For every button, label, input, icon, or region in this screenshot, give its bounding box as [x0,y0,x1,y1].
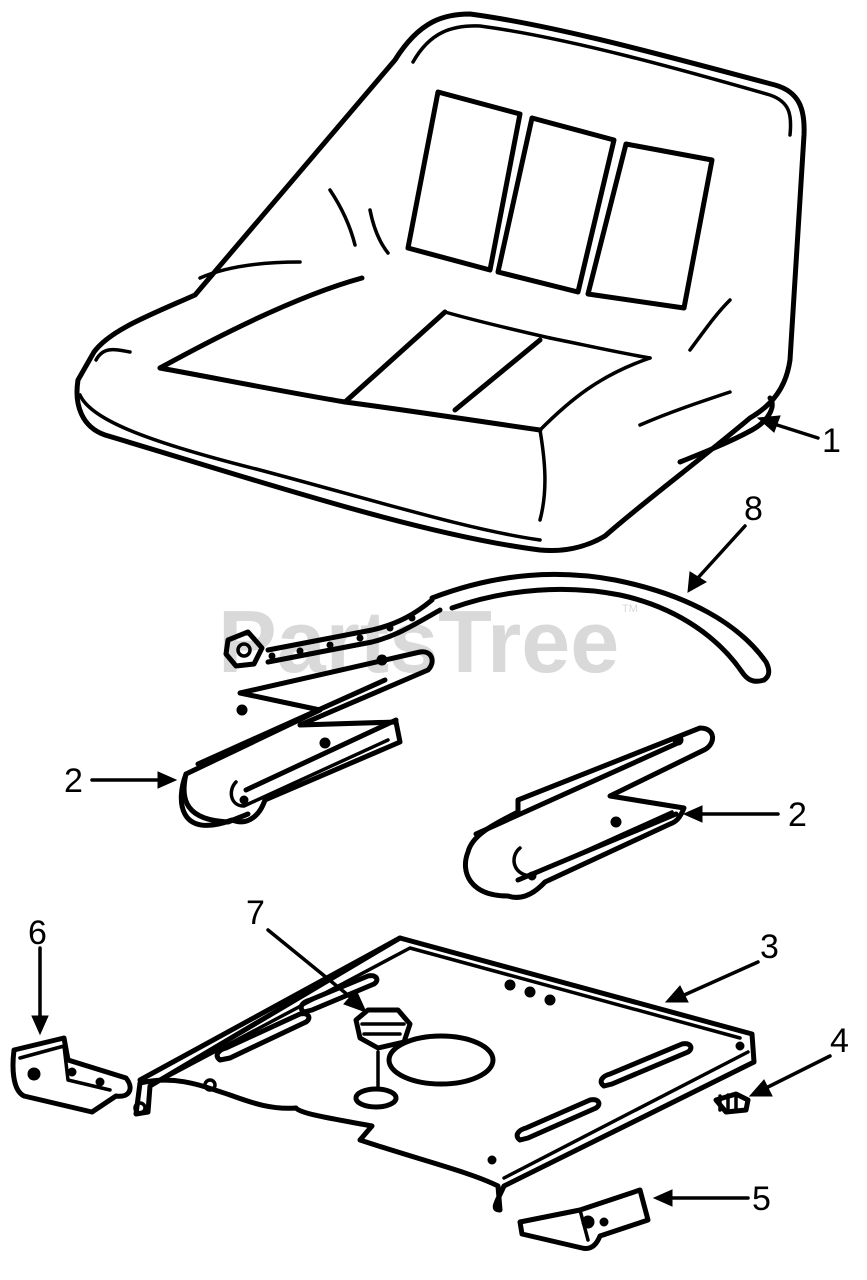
nut-grommet [353,1007,413,1110]
seat [74,11,807,553]
callout-arrows [31,415,832,1207]
callout-2-right: 2 [788,796,807,834]
bracket-right [517,1187,651,1251]
callout-2-left: 2 [64,762,83,800]
callout-1: 1 [822,422,841,460]
watermark-trademark: TM [622,603,638,615]
slide-rail-right [462,725,715,900]
callout-6: 6 [28,914,47,952]
callout-4: 4 [830,1022,849,1060]
callout-5: 5 [752,1180,771,1218]
callout-8: 8 [744,490,763,528]
seat-plate [133,935,757,1213]
callout-3: 3 [760,928,779,966]
bracket-left [10,1035,133,1115]
callout-7: 7 [246,894,265,932]
bolt [713,1091,751,1115]
slide-rail-left [178,649,435,828]
wire-harness [223,571,772,684]
